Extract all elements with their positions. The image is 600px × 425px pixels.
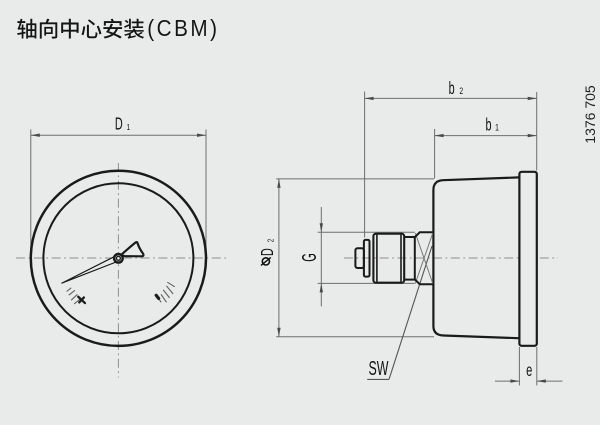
svg-text:(CBM): (CBM) (147, 15, 219, 41)
svg-text:1: 1 (127, 122, 131, 132)
svg-text:1376 705: 1376 705 (582, 85, 598, 144)
svg-text:b: b (485, 116, 491, 135)
svg-text:D: D (115, 115, 123, 134)
svg-text:b: b (449, 79, 455, 98)
svg-text:e: e (526, 361, 532, 381)
svg-text:D: D (258, 248, 277, 256)
svg-text:2: 2 (265, 239, 275, 243)
svg-text:1: 1 (495, 123, 499, 133)
svg-text:2: 2 (459, 86, 463, 96)
svg-text:G: G (299, 253, 321, 262)
svg-text:SW: SW (369, 357, 389, 380)
